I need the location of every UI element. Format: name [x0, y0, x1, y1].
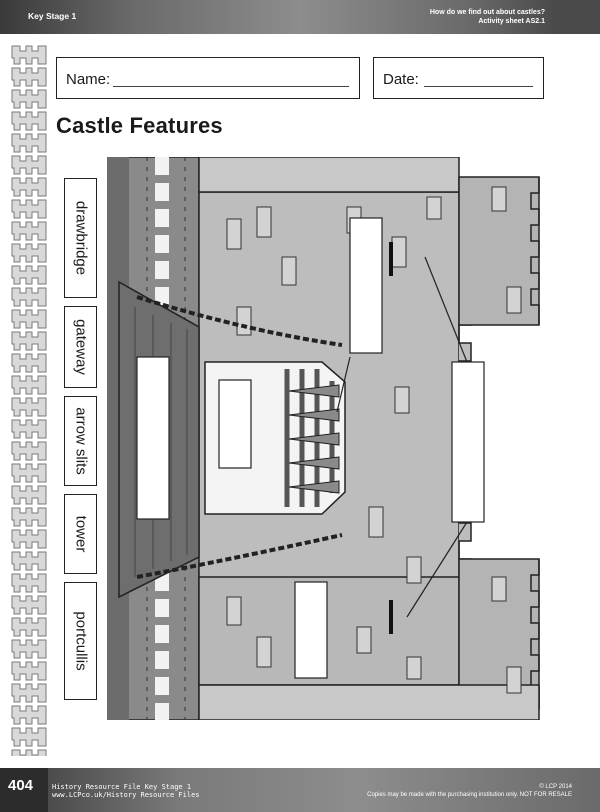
chain-bottom — [136, 533, 343, 579]
label-arrow-slits[interactable]: arrow slits — [64, 396, 97, 486]
wall-stones — [226, 186, 522, 694]
banner-tab — [552, 0, 600, 34]
top-banner: Key Stage 1 How do we find out about cas… — [0, 0, 600, 34]
copyright-info: © LCP 2014 Copies may be made with the p… — [367, 783, 572, 799]
label-text: portcullis — [72, 611, 89, 671]
answer-box-arrow-slits[interactable] — [451, 361, 485, 523]
label-tower[interactable]: tower — [64, 494, 97, 574]
label-text: gateway — [72, 319, 89, 375]
answer-box-portcullis[interactable] — [349, 217, 383, 354]
label-portcullis[interactable]: portcullis — [64, 582, 97, 700]
chain-top — [136, 295, 343, 347]
date-field[interactable]: Date: — [373, 57, 544, 99]
portcullis-spikes — [288, 384, 340, 494]
answer-box-drawbridge[interactable] — [136, 356, 170, 520]
castle-illustration — [107, 157, 540, 720]
label-text: arrow slits — [72, 407, 89, 475]
header-info: How do we find out about castles? Activi… — [430, 8, 545, 26]
label-text: drawbridge — [72, 200, 89, 276]
arrow-slit-top — [389, 242, 393, 276]
footer-bar: 404 History Resource File Key Stage 1 ww… — [0, 768, 600, 812]
key-stage-label: Key Stage 1 — [28, 11, 77, 21]
bottom-foundation — [198, 684, 540, 720]
copyright: © LCP 2014 — [539, 784, 572, 790]
arrow-slit-bottom — [389, 600, 393, 634]
page-title: Castle Features — [56, 113, 223, 138]
header-activity: Activity sheet AS2.1 — [478, 18, 545, 25]
page-number-box: 404 — [0, 768, 48, 812]
book-title: History Resource File Key Stage 1 — [52, 783, 192, 791]
answer-box-gateway[interactable] — [218, 379, 252, 469]
answer-box-tower[interactable] — [294, 581, 328, 679]
name-line — [113, 86, 349, 87]
licence: Copies may be made with the purchasing i… — [367, 792, 572, 798]
date-label: Date: — [383, 71, 419, 88]
bottom-tower-battlements — [530, 559, 540, 709]
label-text: tower — [72, 515, 89, 553]
header-question: How do we find out about castles? — [429, 9, 545, 16]
name-field[interactable]: Name: — [56, 57, 360, 99]
label-drawbridge[interactable]: drawbridge — [64, 178, 97, 298]
date-line — [424, 86, 533, 87]
book-url: www.LCPco.uk/History Resource Files — [52, 791, 200, 799]
pointer-lines — [336, 256, 468, 618]
top-tower-cap — [198, 157, 460, 193]
label-gateway[interactable]: gateway — [64, 306, 97, 388]
castle-border-strip — [10, 44, 48, 756]
name-label: Name: — [66, 71, 111, 88]
book-info: History Resource File Key Stage 1 www.LC… — [52, 783, 200, 799]
page-number: 404 — [8, 777, 34, 794]
top-tower-battlements — [530, 177, 540, 325]
